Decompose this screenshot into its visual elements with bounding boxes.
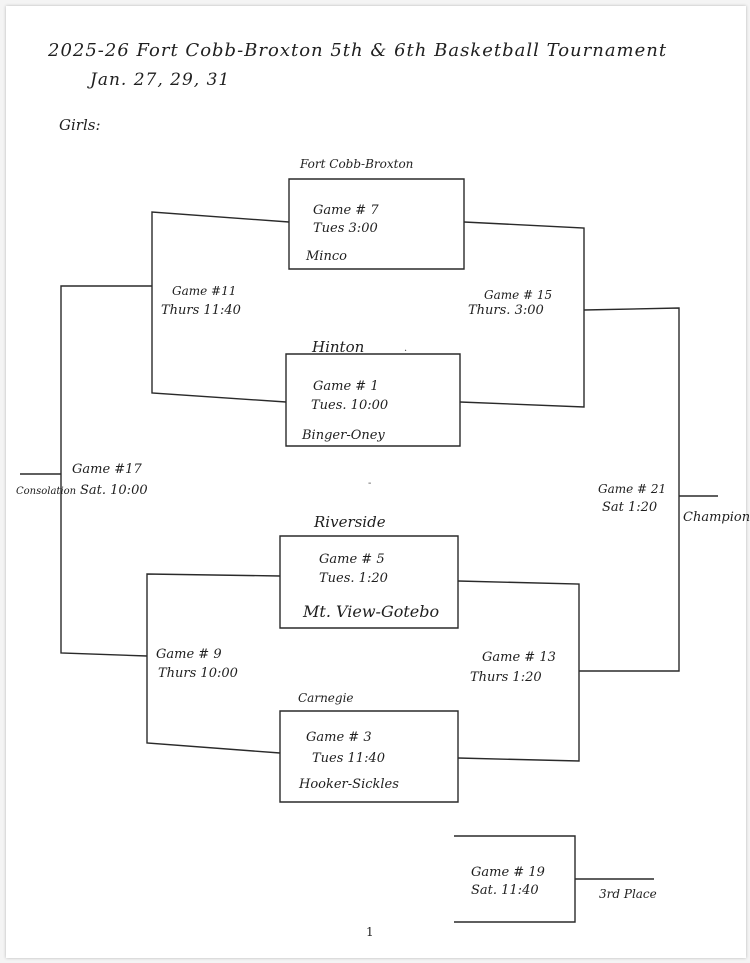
game-5-time: Tues. 1:20 [319, 571, 388, 586]
team-binger-oney: Binger-Oney [302, 428, 385, 443]
page-number: 1 [366, 925, 374, 939]
game-7-name: Game # 7 [313, 203, 379, 218]
team-fort-cobb-broxton: Fort Cobb-Broxton [300, 157, 414, 171]
team-riverside: Riverside [314, 513, 386, 531]
team-hinton: Hinton [312, 338, 365, 356]
game-13-time: Thurs 1:20 [470, 670, 542, 685]
game-7-box [288, 178, 465, 270]
game-7-time: Tues 3:00 [313, 221, 378, 236]
game-17-time: Sat. 10:00 [80, 483, 148, 498]
stray-mark: · [404, 346, 408, 357]
game-15-box [459, 221, 585, 408]
game-9-name: Game # 9 [156, 647, 222, 662]
division-label: Girls: [59, 116, 101, 134]
game-21-time: Sat 1:20 [602, 500, 658, 515]
game-5-box [279, 535, 459, 629]
team-carnegie: Carnegie [298, 691, 354, 705]
bracket-sheet: 2025-26 Fort Cobb-Broxton 5th & 6th Bask… [6, 6, 750, 958]
game-11-time: Thurs 11:40 [161, 303, 241, 318]
team-mt-view-gotebo: Mt. View-Gotebo [303, 602, 440, 621]
game-1-box [285, 353, 461, 447]
consolation-label: Consolation [16, 486, 77, 497]
game-17-box [60, 285, 152, 657]
game-1-time: Tues. 10:00 [311, 398, 389, 413]
third-place-label: 3rd Place [599, 887, 657, 901]
stray-mark-center: - [368, 478, 372, 489]
tournament-dates: Jan. 27, 29, 31 [90, 70, 231, 90]
game-17-name: Game #17 [72, 462, 142, 477]
game-3-time: Tues 11:40 [312, 751, 386, 766]
game-9-time: Thurs 10:00 [158, 666, 238, 681]
game-3-name: Game # 3 [306, 730, 372, 745]
game-5-name: Game # 5 [319, 552, 385, 567]
game-1-name: Game # 1 [313, 379, 379, 394]
bracket-lines [20, 178, 718, 923]
game-19-time: Sat. 11:40 [471, 883, 539, 898]
game-3-box [279, 710, 459, 803]
team-minco: Minco [306, 249, 347, 264]
game-11-name: Game #11 [172, 284, 237, 298]
game-13-box [457, 580, 580, 762]
game-21-name: Game # 21 [598, 482, 667, 496]
champion-label: Champion [683, 510, 750, 525]
game-21-box [579, 307, 680, 672]
game-19-name: Game # 19 [471, 865, 545, 880]
game-9-box [146, 573, 281, 754]
tournament-title: 2025-26 Fort Cobb-Broxton 5th & 6th Bask… [48, 40, 668, 61]
game-13-name: Game # 13 [482, 650, 556, 665]
team-hooker-sickles: Hooker-Sickles [299, 777, 399, 792]
game-15-name: Game # 15 [484, 288, 553, 302]
game-11-box [151, 211, 290, 403]
game-15-time: Thurs. 3:00 [468, 303, 544, 318]
